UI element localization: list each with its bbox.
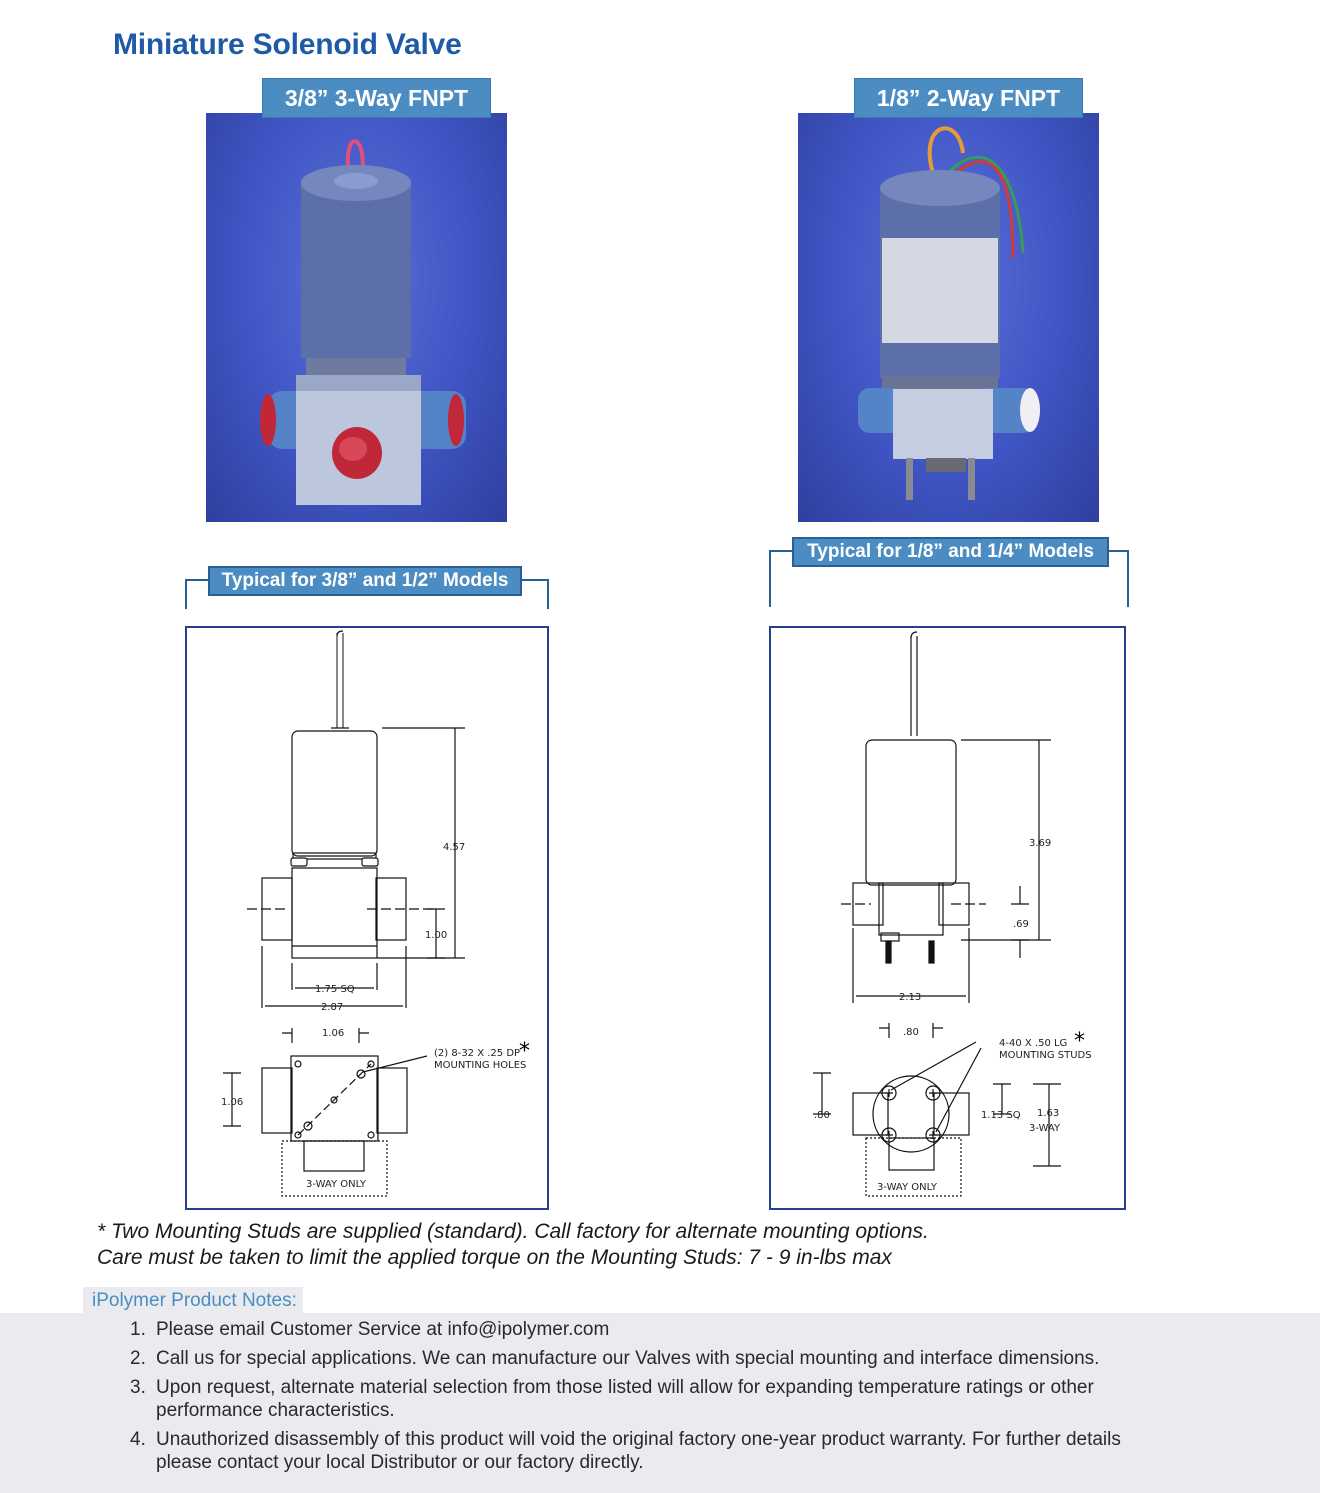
right-model-tab: 1/8” 2-Way FNPT	[854, 78, 1083, 118]
right-asterisk: *	[1074, 1029, 1085, 1054]
right-dim-height: 3.69	[1029, 838, 1051, 849]
right-studs-line2: MOUNTING STUDS	[999, 1050, 1092, 1061]
product-notes-heading: iPolymer Product Notes:	[83, 1287, 303, 1315]
left-dim-square: 1.75 SQ	[315, 984, 355, 995]
right-dim-three-way: 1.63	[1037, 1108, 1059, 1119]
left-model-tab: 3/8” 3-Way FNPT	[262, 78, 491, 118]
left-dim-height: 4.57	[443, 842, 465, 853]
right-valve-photo	[798, 113, 1099, 522]
right-dimension-drawing: 3.69 .69 2.13 .80 .80 4-40 X .50 LG MOUN…	[769, 626, 1126, 1210]
left-valve-illustration	[260, 139, 466, 505]
list-item: 3.Upon request, alternate material selec…	[130, 1377, 1094, 1421]
list-item: 4.Unauthorized disassembly of this produ…	[130, 1429, 1121, 1473]
right-dim-stud-y: .80	[814, 1110, 830, 1121]
list-item: 2.Call us for special applications. We c…	[130, 1348, 1100, 1369]
right-dim-three-way-label: 3-WAY	[1029, 1123, 1061, 1134]
right-dim-width: 2.13	[899, 992, 921, 1003]
left-dim-width: 2.87	[321, 1002, 343, 1013]
left-dimension-drawing: 4.57 1.00 1.75 SQ 2.87 1.06 1.06 (2) 8-3…	[185, 626, 549, 1210]
left-holes-line1: (2) 8-32 X .25 DP	[434, 1048, 520, 1059]
left-three-way: 3-WAY ONLY	[306, 1179, 367, 1190]
page-title: Miniature Solenoid Valve	[113, 28, 462, 61]
right-dim-stud-x: .80	[903, 1027, 919, 1038]
footnote-line1: * Two Mounting Studs are supplied (stand…	[97, 1220, 929, 1243]
list-item: 1.Please email Customer Service at info@…	[130, 1319, 610, 1340]
right-studs-line1: 4-40 X .50 LG	[999, 1038, 1067, 1049]
product-notes-list: 1.Please email Customer Service at info@…	[130, 1318, 1130, 1480]
right-bracket-label: Typical for 1/8” and 1/4” Models	[792, 537, 1109, 567]
left-drawing-svg: 4.57 1.00 1.75 SQ 2.87 1.06 1.06 (2) 8-3…	[221, 630, 530, 1197]
left-dim-hole-y: 1.06	[221, 1097, 243, 1108]
left-bracket-label: Typical for 3/8” and 1/2” Models	[208, 566, 522, 596]
left-dim-hole-x: 1.06	[322, 1028, 344, 1039]
right-drawing-svg: 3.69 .69 2.13 .80 .80 4-40 X .50 LG MOUN…	[813, 631, 1092, 1197]
product-notes-panel	[0, 1313, 1320, 1493]
right-dim-square: 1.13 SQ	[981, 1110, 1021, 1121]
left-asterisk: *	[519, 1039, 530, 1064]
left-valve-photo	[206, 113, 507, 522]
left-dim-port: 1.00	[425, 930, 447, 941]
right-three-way: 3-WAY ONLY	[877, 1182, 938, 1193]
right-dim-port: .69	[1013, 919, 1029, 930]
left-holes-line2: MOUNTING HOLES	[434, 1060, 526, 1071]
footnote-line2: Care must be taken to limit the applied …	[97, 1246, 892, 1269]
right-valve-illustration	[858, 126, 1040, 500]
